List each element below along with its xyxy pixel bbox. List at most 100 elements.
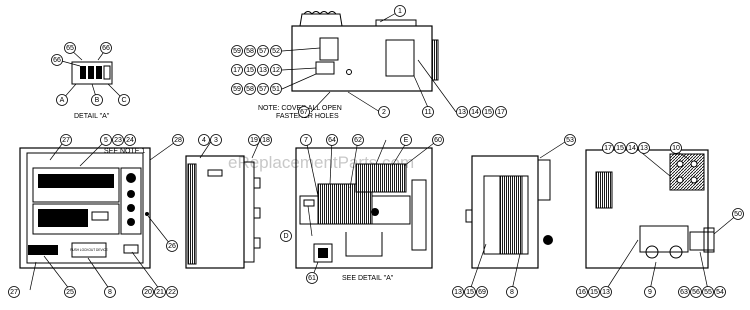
callout-15[interactable]: 15 <box>244 64 256 76</box>
callout-15[interactable]: 15 <box>482 106 494 118</box>
callout-62[interactable]: 62 <box>352 134 364 146</box>
callout-50[interactable]: 50 <box>732 208 744 220</box>
callout-27[interactable]: 27 <box>8 286 20 298</box>
callout-8[interactable]: 8 <box>506 286 518 298</box>
callout-19[interactable]: 19 <box>248 134 260 146</box>
callout-10[interactable]: 10 <box>670 142 682 154</box>
callout-14[interactable]: 14 <box>626 142 638 154</box>
callout-D[interactable]: D <box>280 230 292 242</box>
callout-number: 66 <box>53 57 61 64</box>
callout-B[interactable]: B <box>91 94 103 106</box>
callout-56[interactable]: 56 <box>690 286 702 298</box>
callout-7[interactable]: 7 <box>300 134 312 146</box>
callout-number: 19 <box>250 137 258 144</box>
callout-A[interactable]: A <box>56 94 68 106</box>
callout-54[interactable]: 54 <box>714 286 726 298</box>
callout-1[interactable]: 1 <box>394 5 406 17</box>
callout-17[interactable]: 17 <box>602 142 614 154</box>
callout-18[interactable]: 18 <box>260 134 272 146</box>
callout-C[interactable]: C <box>118 94 130 106</box>
callout-circle <box>300 134 312 146</box>
callout-59[interactable]: 59 <box>231 83 243 95</box>
callout-circle <box>270 64 282 76</box>
callout-21[interactable]: 21 <box>154 286 166 298</box>
callout-11[interactable]: 11 <box>422 106 434 118</box>
callout-circle <box>378 106 390 118</box>
callout-number: 61 <box>308 275 316 282</box>
callout-5[interactable]: 5 <box>100 134 112 146</box>
callout-53[interactable]: 53 <box>564 134 576 146</box>
callout-67[interactable]: 67 <box>298 106 310 118</box>
callout-27[interactable]: 27 <box>60 134 72 146</box>
callout-60[interactable]: 60 <box>432 134 444 146</box>
callout-17[interactable]: 17 <box>495 106 507 118</box>
callout-number: A <box>60 97 65 104</box>
callout-circle <box>51 54 63 66</box>
callout-59[interactable]: 59 <box>231 45 243 57</box>
callout-64[interactable]: 64 <box>326 134 338 146</box>
callout-12[interactable]: 12 <box>270 64 282 76</box>
callout-26[interactable]: 26 <box>166 240 178 252</box>
callout-63[interactable]: 63 <box>678 286 690 298</box>
callout-28[interactable]: 28 <box>172 134 184 146</box>
callout-65[interactable]: 65 <box>64 42 76 54</box>
callout-9[interactable]: 9 <box>644 286 656 298</box>
callout-E[interactable]: E <box>400 134 412 146</box>
callout-circle <box>244 45 256 57</box>
callout-circle <box>690 286 702 298</box>
callout-58[interactable]: 58 <box>244 45 256 57</box>
callout-13[interactable]: 13 <box>600 286 612 298</box>
callout-16[interactable]: 16 <box>576 286 588 298</box>
callout-circle <box>270 83 282 95</box>
callout-25[interactable]: 25 <box>64 286 76 298</box>
callout-15[interactable]: 15 <box>614 142 626 154</box>
callout-number: 53 <box>566 137 574 144</box>
callout-number: 3 <box>214 137 218 144</box>
callout-number: 59 <box>233 86 241 93</box>
callout-circle <box>644 286 656 298</box>
callout-57[interactable]: 57 <box>257 45 269 57</box>
callout-circle <box>732 208 744 220</box>
callout-2[interactable]: 2 <box>378 106 390 118</box>
callout-number: 2 <box>382 109 386 116</box>
callout-22[interactable]: 22 <box>166 286 178 298</box>
callout-69[interactable]: 69 <box>476 286 488 298</box>
callout-number: C <box>121 97 126 104</box>
callout-number: 5 <box>104 137 108 144</box>
callout-66[interactable]: 66 <box>51 54 63 66</box>
callout-number: 15 <box>246 67 254 74</box>
callout-circle <box>506 286 518 298</box>
callout-4[interactable]: 4 <box>198 134 210 146</box>
callout-58[interactable]: 58 <box>244 83 256 95</box>
callout-number: 21 <box>156 289 164 296</box>
callout-61[interactable]: 61 <box>306 272 318 284</box>
callout-52[interactable]: 52 <box>270 45 282 57</box>
callout-3[interactable]: 3 <box>210 134 222 146</box>
callout-circle <box>432 134 444 146</box>
callout-number: 15 <box>590 289 598 296</box>
callout-circle <box>678 286 690 298</box>
rear-view-unit <box>585 149 715 269</box>
callout-20[interactable]: 20 <box>142 286 154 298</box>
callout-14[interactable]: 14 <box>469 106 481 118</box>
callout-number: 27 <box>62 137 70 144</box>
callout-13[interactable]: 13 <box>456 106 468 118</box>
callout-number: 13 <box>458 109 466 116</box>
callout-23[interactable]: 23 <box>112 134 124 146</box>
callout-13[interactable]: 13 <box>257 64 269 76</box>
callout-24[interactable]: 24 <box>124 134 136 146</box>
callout-55[interactable]: 55 <box>702 286 714 298</box>
callout-15[interactable]: 15 <box>588 286 600 298</box>
callout-13[interactable]: 13 <box>638 142 650 154</box>
callout-66[interactable]: 66 <box>100 42 112 54</box>
callout-13[interactable]: 13 <box>452 286 464 298</box>
callout-circle <box>456 106 468 118</box>
callout-circle <box>91 94 103 106</box>
callout-15[interactable]: 15 <box>464 286 476 298</box>
callout-51[interactable]: 51 <box>270 83 282 95</box>
callout-8[interactable]: 8 <box>104 286 116 298</box>
callout-57[interactable]: 57 <box>257 83 269 95</box>
callout-circle <box>124 134 136 146</box>
callout-17[interactable]: 17 <box>231 64 243 76</box>
